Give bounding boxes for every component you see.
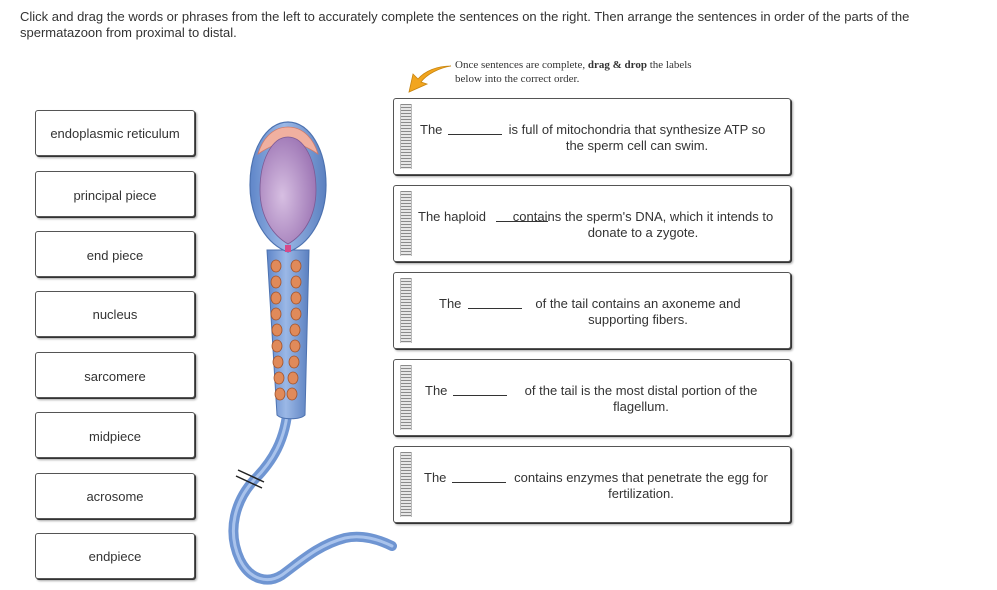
label-tile-midpiece[interactable]: midpiece [35, 412, 195, 458]
sentence-rest: contains enzymes that penetrate the egg … [514, 470, 768, 501]
hint-text: Once sentences are complete, [455, 59, 588, 71]
label-text: endoplasmic reticulum [50, 125, 180, 141]
label-tile-endoplasmic-reticulum[interactable]: endoplasmic reticulum [35, 110, 195, 156]
sentence-rest: of the tail is the most distal portion o… [524, 383, 758, 414]
spermatozoon-diagram [228, 121, 397, 585]
label-text: principal piece [73, 188, 157, 203]
sentence-lead: The [424, 470, 447, 485]
answer-blank[interactable] [452, 482, 506, 483]
label-tile-principal-piece[interactable]: principal piece [35, 171, 195, 217]
answer-blank[interactable] [496, 221, 548, 222]
sentence-card-2[interactable]: The haploid contains the sperm's DNA, wh… [393, 185, 791, 262]
label-tile-sarcomere[interactable]: sarcomere [35, 352, 195, 398]
drag-handle-icon[interactable] [400, 452, 412, 517]
sentence-rest: contains the sperm's DNA, which it inten… [512, 209, 774, 240]
sentence-card-5[interactable]: The contains enzymes that penetrate the … [393, 446, 791, 523]
sentence-rest: of the tail contains an axoneme and supp… [535, 296, 741, 327]
label-tile-acrosome[interactable]: acrosome [35, 473, 195, 519]
label-tile-nucleus[interactable]: nucleus [35, 291, 195, 337]
sentence-card-1[interactable]: The is full of mitochondria that synthes… [393, 98, 791, 175]
label-tile-end-piece[interactable]: end piece [35, 231, 195, 277]
label-tile-endpiece[interactable]: endpiece [35, 533, 195, 579]
drag-handle-icon[interactable] [400, 365, 412, 430]
drag-handle-icon[interactable] [400, 191, 412, 256]
label-text: end piece [86, 248, 144, 263]
sentence-lead: The haploid [418, 209, 486, 224]
mitochondria [270, 259, 302, 401]
label-text: nucleus [92, 306, 138, 322]
sentence-card-3[interactable]: The of the tail contains an axoneme and … [393, 272, 791, 349]
sentence-card-4[interactable]: The of the tail is the most distal porti… [393, 359, 791, 436]
label-text: endpiece [88, 548, 142, 564]
instructions-text: Click and drag the words or phrases from… [20, 9, 910, 40]
nucleus-shape [259, 136, 317, 245]
hint-text-end: the labels below into the correct order. [455, 59, 692, 85]
label-text: acrosome [86, 488, 144, 504]
label-text: sarcomere [84, 369, 146, 384]
answer-blank[interactable] [468, 308, 522, 309]
answer-blank[interactable] [448, 134, 502, 135]
sentence-lead: The [420, 122, 443, 137]
hint-bold-text: drag & drop [587, 59, 647, 71]
answer-blank[interactable] [453, 395, 507, 396]
sort-hint: Once sentences are complete, drag & drop… [455, 58, 715, 86]
label-text: midpiece [88, 429, 142, 444]
sentence-lead: The [439, 296, 462, 311]
arrow-icon [408, 65, 452, 93]
drag-handle-icon[interactable] [400, 278, 412, 343]
sentence-rest: is full of mitochondria that synthesize … [508, 122, 766, 153]
sentence-lead: The [425, 383, 448, 398]
drag-handle-icon[interactable] [400, 104, 412, 169]
